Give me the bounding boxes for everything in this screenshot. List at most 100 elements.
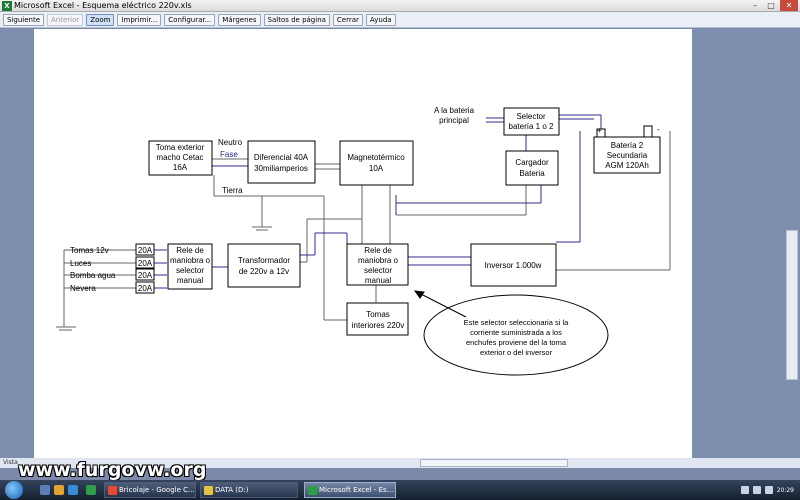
taskbar: Bricolaje - Google C... DATA (D:) Micros… xyxy=(0,480,800,500)
help-button[interactable]: Ayuda xyxy=(365,13,396,26)
label-plus: + xyxy=(597,126,602,135)
task-label: Bricolaje - Google C... xyxy=(119,486,195,494)
browser-icon[interactable] xyxy=(68,485,78,495)
label-rele1-3: selector xyxy=(176,266,204,275)
note-line-4: exterior o del inversor xyxy=(480,348,553,357)
box-selector-bateria xyxy=(503,107,560,136)
watermark: www.furgovw.org xyxy=(18,459,207,481)
box-rele-1 xyxy=(167,243,213,290)
next-button[interactable]: Siguiente xyxy=(3,13,45,26)
label-cargador-1: Cargador xyxy=(515,158,549,167)
battery-terminal-pos xyxy=(596,128,606,138)
box-rele-2 xyxy=(346,243,409,286)
vertical-scrollbar[interactable] xyxy=(786,230,798,380)
label-load-nevera: Nevera xyxy=(70,284,96,293)
volume-icon[interactable] xyxy=(752,486,761,494)
setup-button[interactable]: Configurar... xyxy=(164,13,216,26)
security-icon[interactable] xyxy=(764,486,773,494)
label-rele1-2: maniobra o xyxy=(170,256,211,265)
box-magnetotermico xyxy=(339,140,414,186)
label-fuse-1: 20A xyxy=(138,246,153,255)
label-rele2-1: Rele de xyxy=(364,246,392,255)
fuse-2 xyxy=(135,256,155,269)
print-button[interactable]: Imprimir... xyxy=(117,13,162,26)
zoom-button[interactable]: Zoom xyxy=(86,13,115,26)
task-label: Microsoft Excel - Es... xyxy=(319,486,394,494)
clock[interactable]: 20:29 xyxy=(776,486,794,494)
note-ellipse xyxy=(423,294,609,376)
preview-left-margin xyxy=(0,29,34,458)
status-bar: Vista xyxy=(0,458,800,468)
label-bateria2-2: Secundaria xyxy=(607,151,648,160)
task-excel[interactable]: Microsoft Excel - Es... xyxy=(304,482,396,498)
box-transformador xyxy=(227,243,301,288)
label-minus: - xyxy=(657,125,660,134)
label-magneto-1: Magnetotérmico xyxy=(347,153,405,162)
label-toma-2: macho Cetac xyxy=(156,153,203,162)
label-rele2-4: manual xyxy=(365,276,391,285)
previous-button[interactable]: Anterior xyxy=(47,13,84,26)
excel-quicklaunch-icon[interactable] xyxy=(86,485,96,495)
label-magneto-2: 10A xyxy=(369,164,384,173)
title-bar: X Microsoft Excel - Esquema eléctrico 22… xyxy=(0,0,800,12)
label-fuse-3: 20A xyxy=(138,271,153,280)
note-arrowhead xyxy=(413,290,425,299)
label-selector-2: batería 1 o 2 xyxy=(509,122,554,131)
label-bateria-principal-1: A la bateria xyxy=(434,106,475,115)
task-data-drive[interactable]: DATA (D:) xyxy=(200,482,298,498)
maximize-button[interactable]: □ xyxy=(767,1,775,10)
close-preview-button[interactable]: Cerrar xyxy=(332,13,363,26)
note-arrow xyxy=(414,290,467,318)
box-bateria-2 xyxy=(593,136,661,174)
label-selector-1: Selector xyxy=(516,112,546,121)
note-line-1: Este selector seleccionaria si la xyxy=(464,318,569,327)
box-diferencial xyxy=(247,140,316,184)
label-fuse-2: 20A xyxy=(138,259,153,268)
close-button[interactable]: ✕ xyxy=(780,0,798,11)
box-tomas-interiores xyxy=(346,302,409,336)
box-toma-exterior xyxy=(148,140,213,176)
excel-task-icon xyxy=(308,486,317,495)
label-rele1-1: Rele de xyxy=(176,246,204,255)
label-load-tomas: Tomas 12v xyxy=(70,246,109,255)
label-toma-3: 16A xyxy=(173,163,188,172)
network-icon[interactable] xyxy=(740,486,749,494)
label-rele2-2: maniobra o xyxy=(358,256,399,265)
label-rele2-3: selector xyxy=(364,266,392,275)
label-tierra: Tierra xyxy=(222,186,243,195)
horizontal-scrollbar[interactable] xyxy=(420,459,568,467)
label-toma-1: Toma exterior xyxy=(156,143,205,152)
label-transformador-1: Transformador xyxy=(238,256,291,265)
fuse-4 xyxy=(135,281,155,294)
chrome-icon xyxy=(108,486,117,495)
status-text: Vista xyxy=(3,459,18,466)
label-rele1-4: manual xyxy=(177,276,203,285)
minimize-button[interactable]: – xyxy=(753,1,757,10)
battery-terminal-neg xyxy=(643,125,653,138)
system-tray: 20:29 xyxy=(740,482,800,498)
label-cargador-2: Bateria xyxy=(519,169,545,178)
label-load-luces: Luces xyxy=(70,259,91,268)
fuse-1 xyxy=(135,243,155,256)
label-fase: Fase xyxy=(220,150,238,159)
page-breaks-button[interactable]: Saltos de página xyxy=(263,13,330,26)
task-label: DATA (D:) xyxy=(215,486,249,494)
label-tomas-interiores-1: Tomas xyxy=(366,310,390,319)
label-bateria-principal-2: principal xyxy=(439,116,469,125)
box-inversor xyxy=(470,243,557,287)
start-button[interactable] xyxy=(5,481,23,499)
label-bateria2-3: AGM 120Ah xyxy=(605,161,649,170)
box-cargador xyxy=(505,150,559,186)
folder-icon[interactable] xyxy=(54,485,64,495)
show-desktop-icon[interactable] xyxy=(40,485,50,495)
task-bricolaje[interactable]: Bricolaje - Google C... xyxy=(104,482,196,498)
label-load-bomba: Bomba agua xyxy=(70,271,116,280)
print-preview-page: Toma exterior macho Cetac 16A Neutro Fas… xyxy=(34,29,692,458)
window-title: Microsoft Excel - Esquema eléctrico 220v… xyxy=(14,1,192,10)
label-bateria2-1: Batería 2 xyxy=(611,141,644,150)
margins-button[interactable]: Márgenes xyxy=(218,13,261,26)
drive-icon xyxy=(204,486,213,495)
excel-icon: X xyxy=(2,1,12,11)
label-diferencial-2: 30miliamperios xyxy=(254,164,308,173)
note-line-3: enchufes proviene del la toma xyxy=(466,338,567,347)
